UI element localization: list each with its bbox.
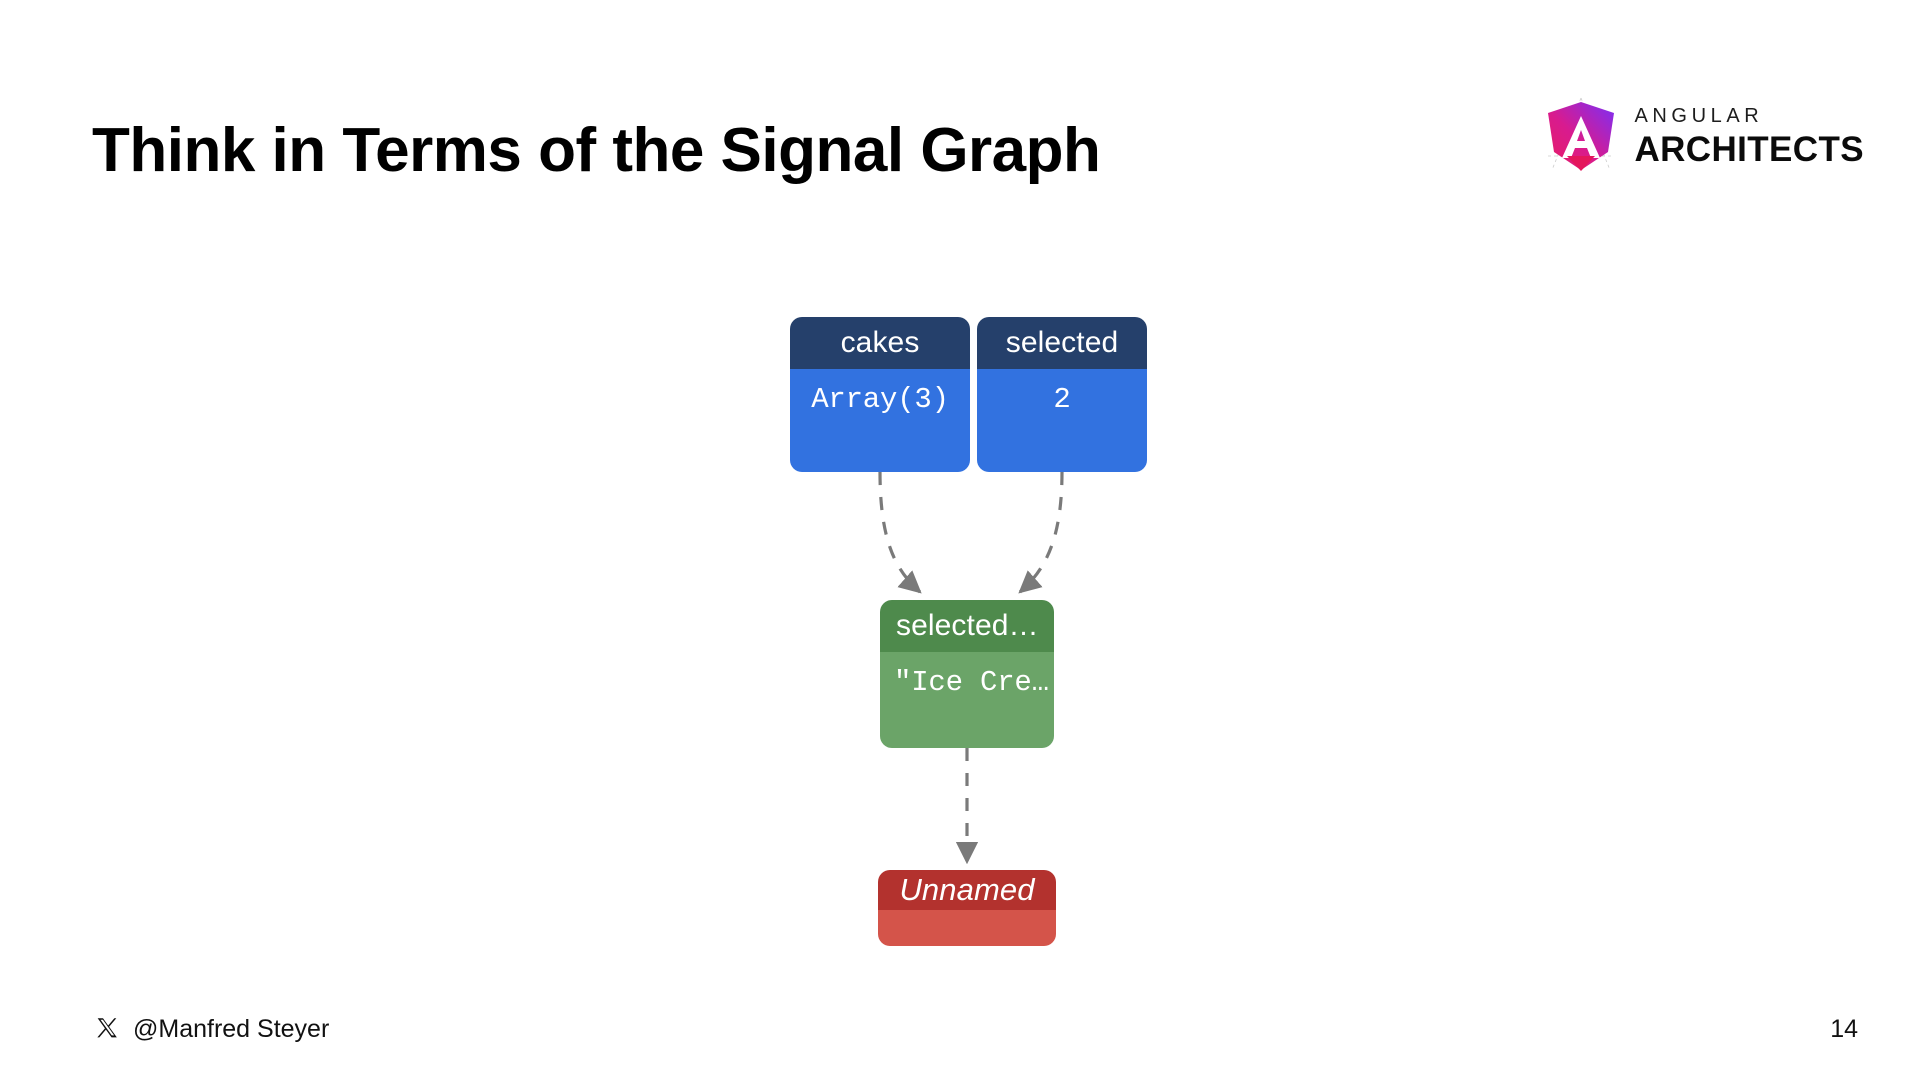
edge-cakes-to-selected-cake xyxy=(878,471,922,594)
x-twitter-icon xyxy=(96,1017,121,1042)
brand-word-angular: ANGULAR xyxy=(1634,104,1764,127)
node-value-selected: 2 xyxy=(977,369,1147,472)
graph-node-selected-cake[interactable]: selected… "Ice Cre… xyxy=(880,600,1054,748)
graph-node-cakes[interactable]: cakes Array(3) xyxy=(790,317,970,472)
footer-handle-text: @Manfred Steyer xyxy=(133,1015,330,1043)
page-number: 14 xyxy=(1830,1015,1858,1043)
node-value-selected-cake: "Ice Cre… xyxy=(880,652,1054,748)
node-label-unnamed-effect: Unnamed xyxy=(878,870,1056,910)
edge-selected-to-selected-cake xyxy=(1018,471,1064,594)
node-label-selected-cake: selected… xyxy=(880,600,1054,652)
brand-logo: ANGULAR ARCHITECTS xyxy=(1542,96,1864,176)
node-value-unnamed-effect xyxy=(878,910,1056,946)
node-value-cakes: Array(3) xyxy=(790,369,970,472)
footer-social-handle[interactable]: @Manfred Steyer xyxy=(96,1015,329,1044)
angular-architects-shield-icon xyxy=(1542,96,1620,176)
graph-node-selected[interactable]: selected 2 xyxy=(977,317,1147,472)
node-label-selected: selected xyxy=(977,317,1147,369)
node-label-cakes: cakes xyxy=(790,317,970,369)
graph-node-unnamed-effect[interactable]: Unnamed xyxy=(878,870,1056,946)
brand-wordmark: ANGULAR ARCHITECTS xyxy=(1634,106,1864,167)
brand-word-architects: ARCHITECTS xyxy=(1634,129,1864,169)
page-title: Think in Terms of the Signal Graph xyxy=(92,116,1101,185)
